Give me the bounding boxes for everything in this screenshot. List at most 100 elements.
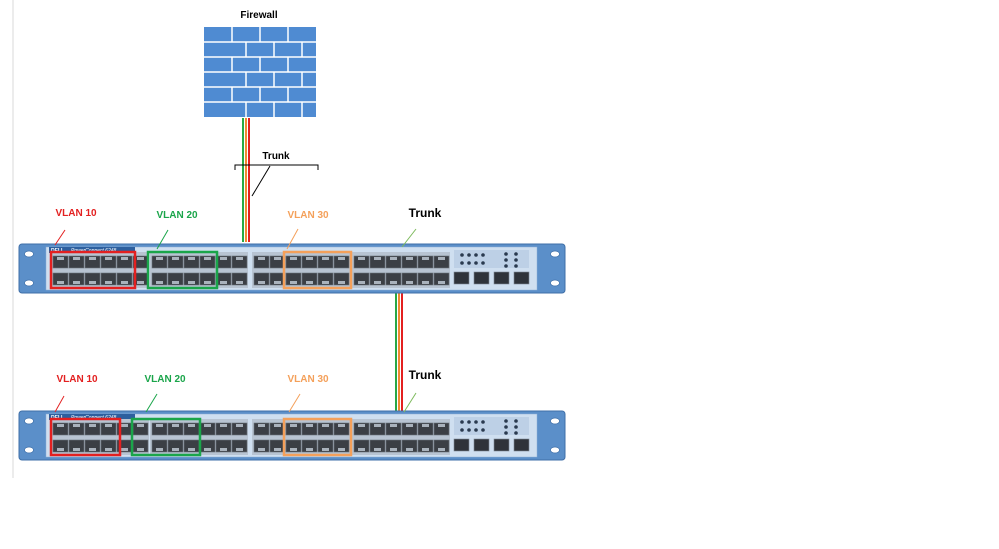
port-latch <box>236 448 243 451</box>
sfp-port <box>453 271 470 285</box>
port-latch <box>306 448 313 451</box>
port-latch <box>105 424 112 427</box>
status-led <box>467 428 471 432</box>
sfp-port <box>473 438 490 452</box>
port-latch <box>258 281 265 284</box>
rj45-port <box>333 272 350 286</box>
status-led <box>504 252 508 256</box>
port-latch <box>89 257 96 260</box>
port-latch <box>374 424 381 427</box>
port-latch <box>406 424 413 427</box>
rj45-port <box>317 439 334 453</box>
rj45-port <box>369 272 386 286</box>
rj45-port <box>215 422 232 436</box>
rj45-port <box>333 255 350 269</box>
port-latch <box>306 424 313 427</box>
port-latch <box>121 257 128 260</box>
port-latch <box>204 281 211 284</box>
rj45-port <box>84 422 101 436</box>
rj45-port <box>301 255 318 269</box>
vlan20-box <box>146 250 219 290</box>
port-latch <box>220 281 227 284</box>
port-latch <box>390 281 397 284</box>
label-pointers <box>54 228 417 413</box>
rj45-port <box>84 255 101 269</box>
rj45-port <box>151 422 168 436</box>
port-latch <box>358 257 365 260</box>
firewall-icon <box>204 27 316 117</box>
brand-strip <box>49 247 135 253</box>
sfp-port <box>493 271 510 285</box>
rj45-port <box>253 422 270 436</box>
trunk-bracket <box>234 164 319 197</box>
port-latch <box>188 424 195 427</box>
status-panel <box>454 417 529 435</box>
rj45-port <box>369 255 386 269</box>
rj45-port <box>167 255 184 269</box>
status-led <box>481 261 485 265</box>
vlan30-label: VLAN 30 <box>287 374 329 385</box>
port-latch <box>236 257 243 260</box>
status-led <box>514 264 518 268</box>
rj45-port <box>52 422 69 436</box>
rj45-port <box>401 439 418 453</box>
port-latch <box>358 424 365 427</box>
vlan10-box <box>49 250 137 290</box>
rj45-port <box>167 439 184 453</box>
port-latch <box>121 448 128 451</box>
rj45-port <box>100 272 117 286</box>
rj45-port <box>285 422 302 436</box>
trunk-label: Trunk <box>409 206 442 220</box>
port-latch <box>338 448 345 451</box>
mounting-hole <box>550 250 560 258</box>
rj45-port <box>301 439 318 453</box>
rj45-port <box>68 422 85 436</box>
port-latch <box>406 257 413 260</box>
port-latch <box>322 448 329 451</box>
rj45-port <box>369 439 386 453</box>
rj45-port <box>333 422 350 436</box>
port-latch <box>204 257 211 260</box>
status-led <box>460 261 464 265</box>
port-latch <box>204 448 211 451</box>
rj45-port <box>417 272 434 286</box>
mounting-hole <box>24 250 34 258</box>
rj45-port <box>385 272 402 286</box>
trunk-label: Trunk <box>409 368 442 382</box>
port-latch <box>406 448 413 451</box>
port-latch <box>274 448 281 451</box>
mounting-hole <box>550 446 560 454</box>
port-latch <box>438 424 445 427</box>
rj45-port <box>353 255 370 269</box>
port-latch <box>57 424 64 427</box>
rj45-port <box>433 422 450 436</box>
port-latch <box>172 257 179 260</box>
status-led <box>481 253 485 257</box>
status-led <box>474 253 478 257</box>
status-led <box>514 252 518 256</box>
port-latch <box>89 448 96 451</box>
rj45-port <box>100 422 117 436</box>
rj45-port <box>417 422 434 436</box>
port-latch <box>137 424 144 427</box>
port-latch <box>57 448 64 451</box>
rj45-port <box>116 272 133 286</box>
rj45-port <box>167 422 184 436</box>
port-latch <box>156 257 163 260</box>
inter-switch-trunk-cable <box>395 293 403 413</box>
port-latch <box>156 281 163 284</box>
status-led <box>514 425 518 429</box>
rj45-port <box>317 422 334 436</box>
port-latch <box>121 424 128 427</box>
port-latch <box>89 424 96 427</box>
rj45-port <box>183 255 200 269</box>
rj45-port <box>417 439 434 453</box>
status-led <box>514 419 518 423</box>
mounting-hole <box>24 446 34 454</box>
vlan10-label: VLAN 10 <box>56 374 98 385</box>
rj45-port <box>100 255 117 269</box>
rj45-port <box>151 272 168 286</box>
rj45-port <box>199 272 216 286</box>
rj45-port <box>353 439 370 453</box>
